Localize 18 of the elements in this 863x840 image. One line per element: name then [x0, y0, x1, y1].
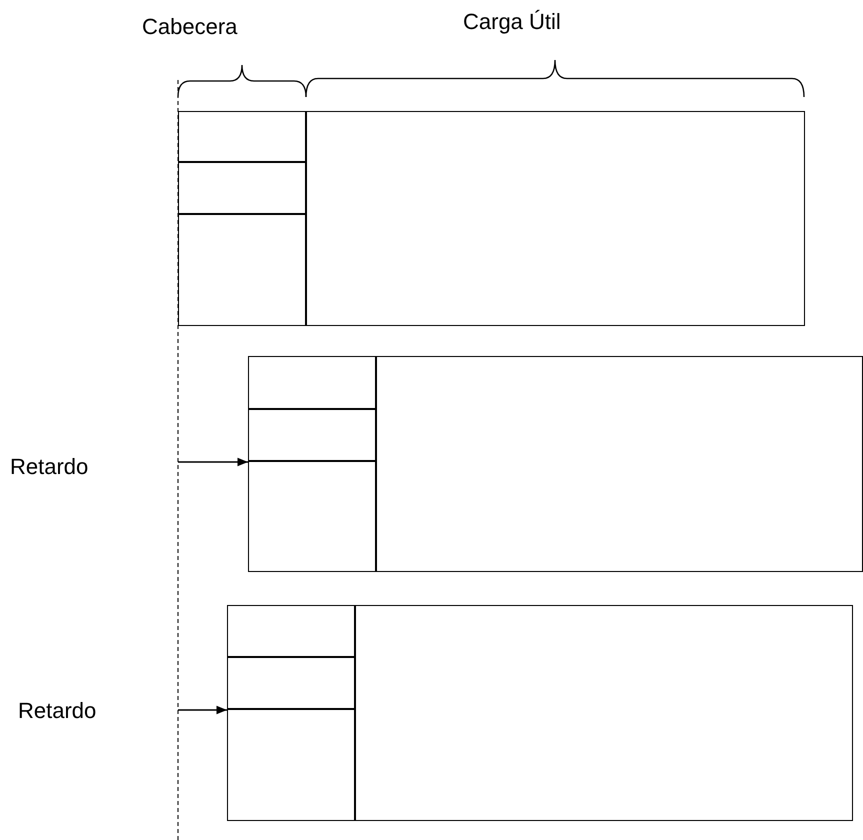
header-field	[178, 162, 306, 214]
payload-box	[306, 111, 805, 326]
delay-label: Retardo	[18, 698, 96, 724]
payload-box	[355, 605, 853, 821]
header-field	[248, 356, 376, 409]
payload-box	[376, 356, 863, 572]
header-field	[178, 111, 306, 162]
section-label: Cabecera	[142, 14, 238, 40]
header-field	[178, 214, 306, 326]
header-field	[227, 605, 355, 657]
header-field	[248, 461, 376, 572]
header-field	[248, 409, 376, 461]
header-field	[227, 709, 355, 821]
delay-label: Retardo	[10, 454, 88, 480]
arrow	[178, 706, 227, 714]
header-field	[227, 657, 355, 709]
section-label: Carga Útil	[463, 9, 561, 35]
arrow	[178, 458, 248, 466]
